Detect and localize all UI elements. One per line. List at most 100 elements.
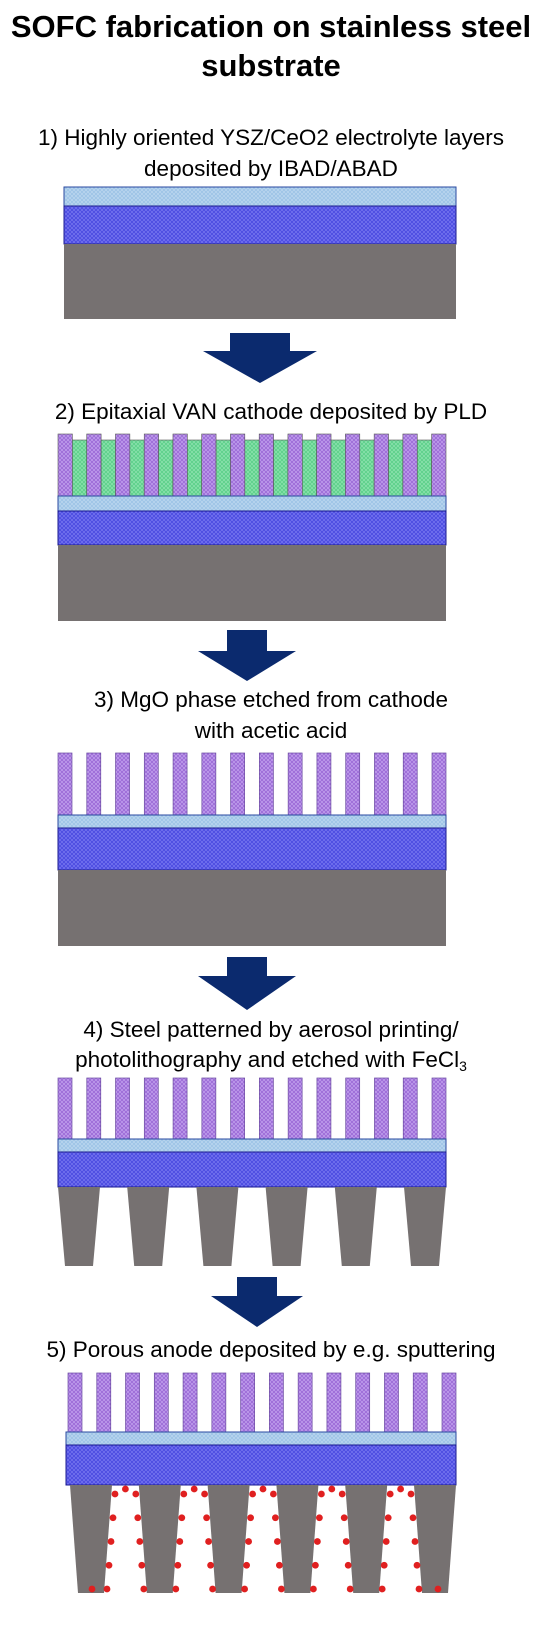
mgo-column: [273, 439, 289, 497]
porous-anode: [88, 1485, 442, 1593]
cathode-pillar: [172, 433, 188, 497]
cathode-pillar: [345, 1077, 361, 1140]
step-2-text: 2) Epitaxial VAN cathode deposited by PL…: [54, 399, 488, 424]
mgo-column: [388, 439, 404, 497]
cathode-pillar: [402, 1077, 418, 1140]
cathode-pillar: [230, 752, 245, 816]
anode-particle: [259, 1485, 267, 1493]
mgo-column: [158, 439, 174, 497]
electrolyte-top-layer: [63, 186, 457, 207]
cathode-pillar: [316, 752, 332, 816]
anode-particle: [409, 1514, 417, 1522]
anode-particle: [241, 1585, 249, 1593]
anode-particle: [386, 1490, 394, 1498]
electrolyte-layer: [57, 510, 447, 546]
cathode-pillar: [86, 433, 102, 497]
anode-particle: [415, 1585, 423, 1593]
cathode-pillar: [57, 752, 73, 816]
electrolyte-layer: [57, 1151, 447, 1188]
mgo-column: [416, 439, 432, 497]
mgo-column: [100, 439, 116, 497]
anode-particle: [190, 1485, 198, 1493]
cathode-pillar: [355, 1372, 371, 1433]
mgo-column: [187, 439, 203, 497]
anode-particle: [270, 1490, 277, 1498]
cathode-pillar: [201, 1077, 217, 1140]
cathode-pillars: [57, 1077, 447, 1140]
anode-particle: [328, 1485, 336, 1493]
step-3-text-line-1: 3) MgO phase etched from cathode: [94, 687, 448, 712]
anode-particle: [318, 1490, 325, 1498]
mgo-column: [359, 439, 375, 497]
anode-particle: [172, 1585, 180, 1593]
cathode-pillars: [67, 1372, 457, 1433]
steel-island: [138, 1485, 181, 1593]
cathode-pillars: [57, 752, 447, 816]
cathode-pillar: [374, 1077, 389, 1140]
cathode-pillar: [402, 752, 418, 816]
anode-particle: [378, 1585, 386, 1593]
anode-particle: [434, 1585, 442, 1593]
mgo-column: [244, 439, 260, 497]
electrolyte-top-layer: [65, 1431, 457, 1446]
anode-particle: [109, 1514, 117, 1522]
step-4-text-line-1: 4) Steel patterned by aerosol printing/: [83, 1017, 459, 1042]
anode-particle: [310, 1585, 317, 1593]
cathode-pillar: [259, 1077, 274, 1140]
anode-particle: [276, 1561, 283, 1569]
anode-particle: [312, 1561, 319, 1569]
cathode-pillar: [115, 752, 130, 816]
stage-2-stack: [57, 433, 447, 621]
cathode-pillar: [297, 1372, 313, 1433]
anode-particle: [107, 1538, 115, 1545]
cathode-pillar: [373, 433, 389, 497]
anode-particle: [103, 1585, 111, 1593]
step-1-text-line-2: deposited by IBAD/ABAD: [144, 156, 398, 181]
anode-particle: [382, 1538, 390, 1545]
anode-particle: [122, 1485, 129, 1493]
patterned-steel: [58, 1187, 446, 1266]
arrow-down-icon: [198, 957, 296, 1010]
cathode-pillar: [172, 1077, 188, 1140]
patterned-steel: [70, 1485, 456, 1593]
cathode-pillar: [211, 1372, 227, 1433]
cathode-pillar: [57, 433, 73, 497]
anode-particle: [207, 1561, 215, 1569]
anode-particle: [342, 1538, 350, 1545]
anode-particle: [340, 1514, 348, 1522]
anode-particle: [247, 1514, 255, 1522]
cathode-pillar: [345, 433, 361, 497]
stage-1-stack: [63, 186, 457, 319]
anode-particle: [180, 1490, 188, 1498]
step-3-text-line-2: with acetic acid: [194, 718, 348, 743]
cathode-pillar: [143, 752, 159, 816]
anode-particle: [274, 1538, 281, 1545]
arrow-down-icon: [203, 333, 317, 383]
anode-particle: [245, 1538, 253, 1545]
cathode-pillar: [115, 1077, 130, 1140]
anode-particle: [397, 1485, 404, 1493]
cathode-pillar: [431, 433, 447, 497]
cathode-pillar: [287, 433, 303, 497]
steel-island: [404, 1187, 446, 1266]
steel-island: [414, 1485, 456, 1593]
stage-3-stack: [57, 752, 447, 946]
cathode-pillar: [441, 1372, 457, 1433]
anode-particle: [174, 1561, 182, 1569]
electrolyte-top-layer: [57, 1138, 447, 1153]
steel-island: [276, 1485, 319, 1593]
mgo-column: [129, 439, 145, 497]
anode-particle: [105, 1561, 113, 1569]
arrow-down-icon: [211, 1277, 303, 1327]
electrolyte-top-layer: [57, 814, 447, 829]
anode-particle: [178, 1514, 186, 1522]
step-4-text-line-2: photolithography and etched with FeCl3: [75, 1047, 467, 1074]
cathode-pillar: [230, 1077, 245, 1140]
cathode-pillar: [153, 1372, 169, 1433]
cathode-pillar: [402, 433, 418, 497]
cathode-pillar: [287, 1077, 303, 1140]
anode-particle: [136, 1538, 144, 1545]
anode-particle: [314, 1538, 321, 1545]
anode-particle: [176, 1538, 184, 1545]
